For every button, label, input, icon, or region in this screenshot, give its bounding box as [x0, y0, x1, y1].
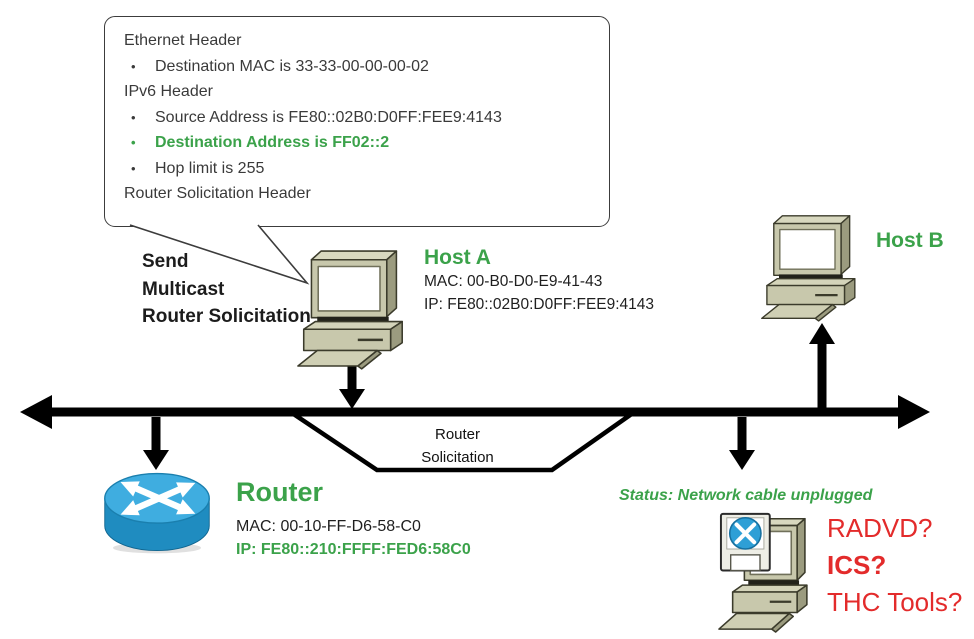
callout-hop-limit: • Hop limit is 255: [124, 156, 599, 182]
callout-rs-header: Router Solicitation Header: [124, 185, 311, 202]
note-line: Router Solicitation: [142, 306, 311, 327]
bus-tap-label-line: Solicitation: [421, 449, 494, 466]
host-b-title: Host B: [876, 229, 944, 252]
router-title: Router: [236, 477, 323, 507]
question-radvd: RADVD?: [827, 513, 933, 543]
software-router-pc-icon: [718, 512, 808, 633]
bus-right-arrowhead: [898, 395, 930, 429]
host-a-title: Host A: [424, 246, 491, 269]
host-b-label: Host B: [876, 229, 944, 253]
host-a-computer-icon: [296, 249, 404, 370]
bullet-icon: •: [131, 109, 136, 125]
cable-unplugged-status: Status: Network cable unplugged: [619, 487, 873, 504]
callout-ethernet-header: Ethernet Header: [124, 32, 242, 49]
router-icon: [104, 472, 210, 554]
note-line: Send: [142, 251, 189, 272]
send-multicast-note: Send Multicast Router Solicitation: [142, 248, 311, 331]
callout-src-addr: • Source Address is FE80::02B0:D0FF:FEE9…: [124, 105, 599, 131]
unplugged-arrowhead: [729, 450, 755, 470]
router-arrowhead: [143, 450, 169, 470]
note-line: Multicast: [142, 278, 225, 300]
router-ip: IP: FE80::210:FFFF:FED6:58C0: [236, 541, 471, 558]
host-b-arrowhead: [809, 323, 835, 344]
packet-detail-callout: Ethernet Header • Destination MAC is 33-…: [104, 16, 610, 227]
host-a-arrowhead: [339, 389, 365, 409]
floppy-disk-icon: [719, 512, 771, 572]
router-label: Router MAC: 00-10-FF-D6-58-C0 IP: FE80::…: [236, 477, 471, 561]
callout-ipv6-header: IPv6 Header: [124, 83, 213, 100]
callout-dest-mac: • Destination MAC is 33-33-00-00-00-02: [124, 54, 599, 80]
question-thc-tools: THC Tools?: [827, 587, 963, 617]
bus-left-arrowhead: [20, 395, 52, 429]
router-crossed-arrows: [117, 474, 199, 523]
host-a-ip: IP: FE80::02B0:D0FF:FEE9:4143: [424, 296, 655, 313]
bus-tap-label-line: Router: [434, 426, 481, 443]
router-software-questions: RADVD? ICS? THC Tools?: [827, 510, 962, 621]
bullet-icon: •: [131, 135, 136, 150]
router-mac: MAC: 00-10-FF-D6-58-C0: [236, 518, 421, 535]
host-b-computer-icon: [760, 214, 856, 322]
callout-dest-addr: • Destination Address is FF02::2: [124, 130, 599, 156]
bus-tap-label: Router Solicitation: [385, 423, 530, 469]
bullet-icon: •: [131, 160, 136, 176]
bullet-icon: •: [131, 58, 136, 74]
host-a-label: Host A MAC: 00-B0-D0-E9-41-43 IP: FE80::…: [424, 246, 654, 316]
question-ics: ICS?: [827, 550, 887, 580]
host-a-mac: MAC: 00-B0-D0-E9-41-43: [424, 273, 603, 290]
